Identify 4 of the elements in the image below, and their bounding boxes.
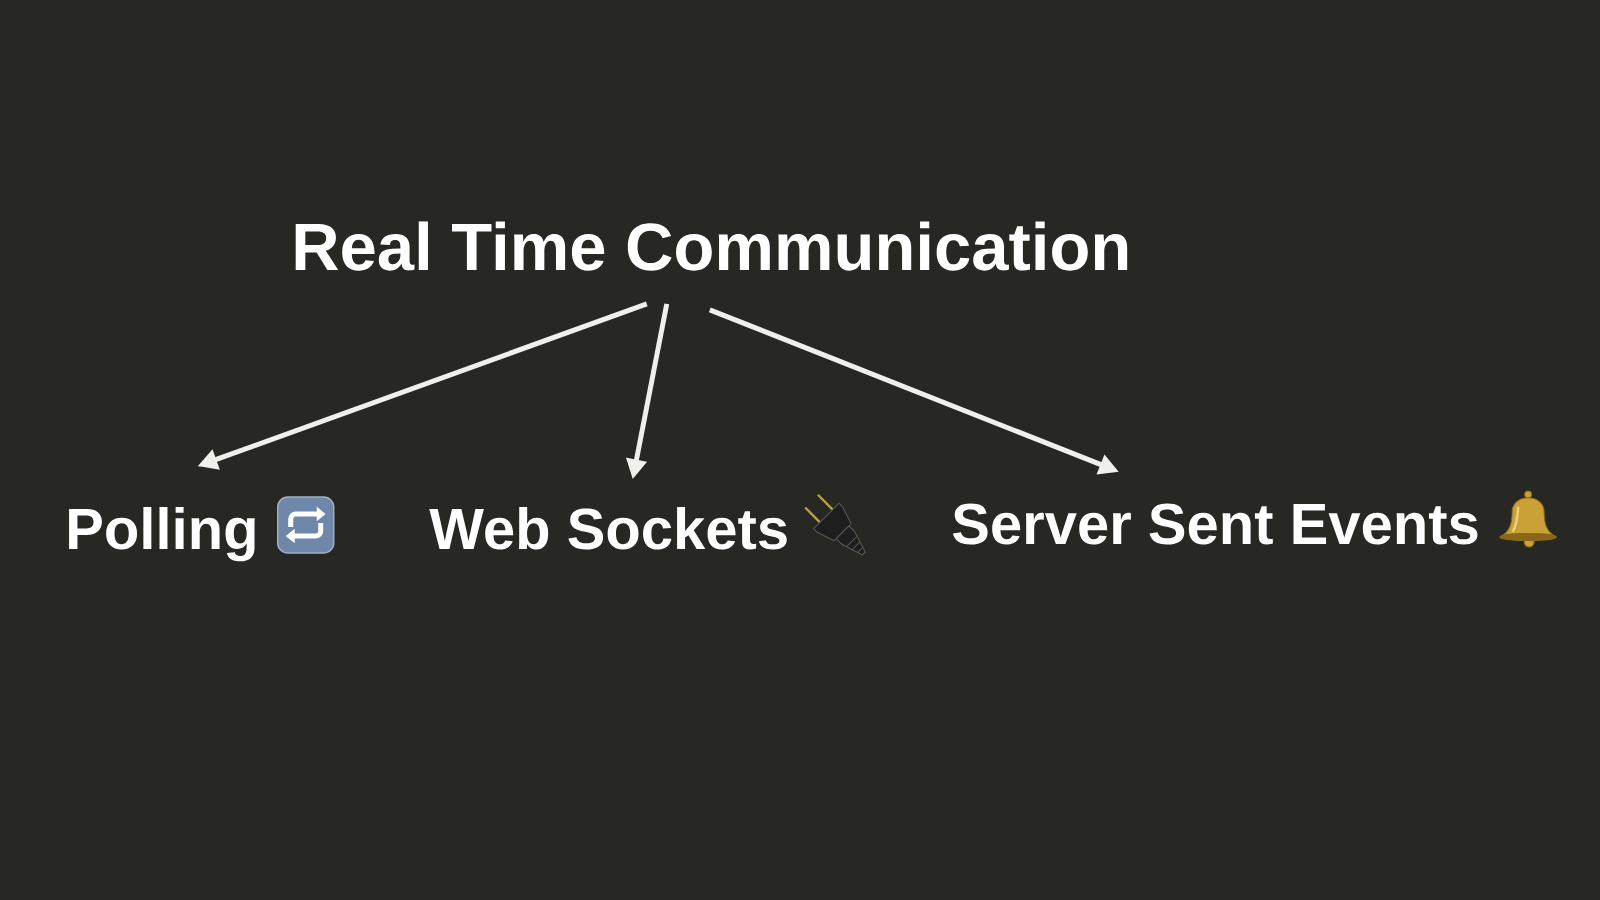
- topic-label: Polling: [69, 507, 255, 562]
- topic-label: Web Sockets: [429, 507, 787, 550]
- heading: Real Time Communication: [295, 221, 1128, 271]
- topic-label: Server Sent Events: [952, 503, 1478, 545]
